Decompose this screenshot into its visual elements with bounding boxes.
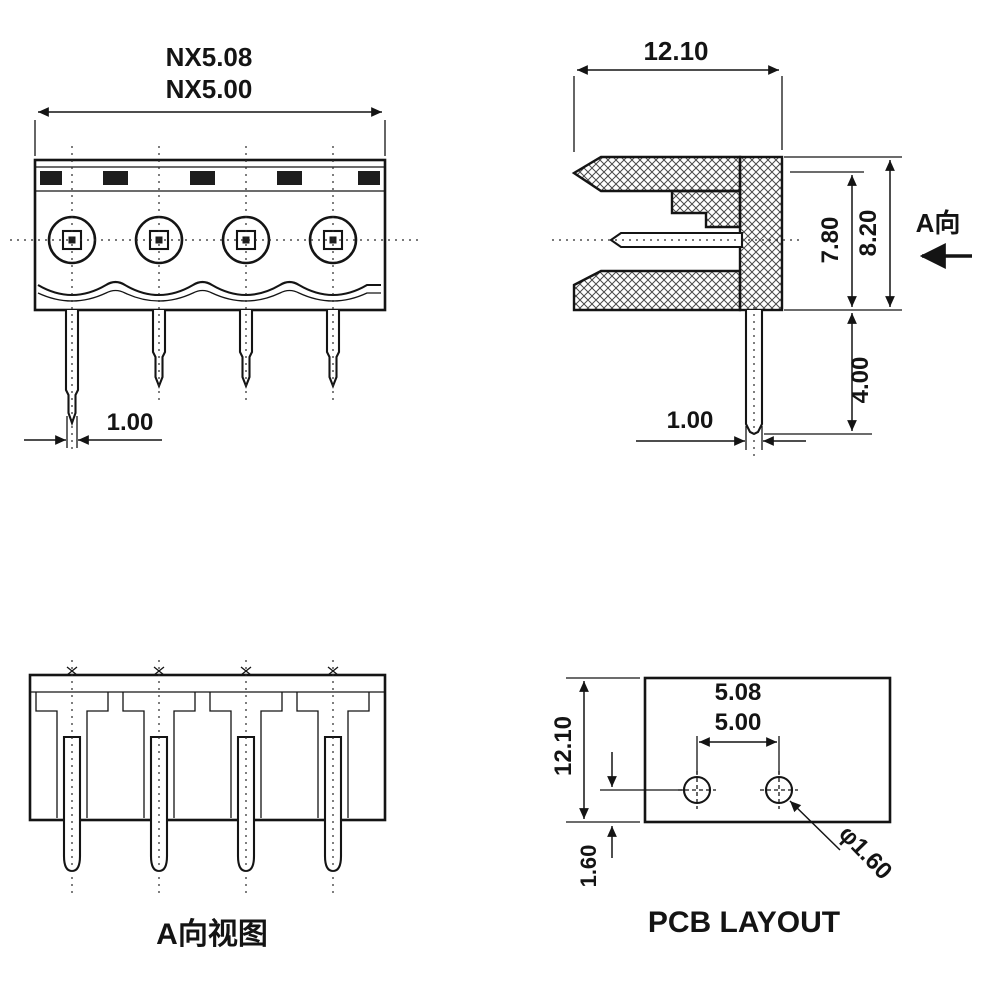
aview-caption: A向视图 (156, 918, 268, 951)
pcb-hole-2 (760, 771, 798, 809)
side-height-total-label: 8.20 (855, 210, 882, 257)
aview-position-2 (122, 660, 196, 893)
terminal-1 (47, 215, 97, 265)
front-pin-1 (64, 310, 80, 427)
strip-block (277, 171, 302, 185)
pcb-pitch-upper-label: 5.08 (715, 679, 762, 706)
aview-position-1 (35, 660, 109, 893)
strip-block (358, 171, 380, 185)
pcb-depth-label: 12.10 (550, 716, 577, 776)
aview-position-3 (209, 660, 283, 893)
aview-position-4 (296, 660, 370, 893)
pcb-hole-offset-label: 1.60 (576, 845, 601, 888)
strip-block (190, 171, 215, 185)
strip-block (103, 171, 128, 185)
side-right-wall (738, 155, 784, 312)
side-inner-block (670, 189, 742, 229)
pcb-outline (643, 676, 892, 824)
front-contour-line (37, 289, 381, 302)
a-direction-view: A向视图 (28, 660, 387, 951)
side-view: 12.10 7.80 8.20 A向 4.00 1.00 (552, 36, 972, 460)
side-pin-length-label: 4.00 (847, 357, 874, 404)
pcb-hole-diameter-label: φ1.60 (833, 820, 897, 885)
pcb-caption: PCB LAYOUT (648, 906, 840, 939)
pcb-pitch-lower-label: 5.00 (715, 709, 762, 736)
strip-block (40, 171, 62, 185)
front-pitch-lower-label: NX5.00 (166, 74, 253, 104)
front-pin-width-label: 1.00 (107, 409, 154, 436)
side-depth-label: 12.10 (643, 36, 708, 66)
front-pitch-upper-label: NX5.08 (166, 42, 253, 72)
front-view: NX5.08 NX5.00 (10, 42, 418, 452)
side-bottom-arm (572, 269, 742, 312)
leader-line (789, 800, 841, 851)
side-height-inner-label: 7.80 (817, 217, 844, 264)
a-direction-label: A向 (916, 208, 961, 238)
pcb-layout-view: 12.10 5.08 5.00 1.60 φ1.60 PCB LAYOUT (550, 676, 897, 939)
side-top-arm (571, 155, 742, 193)
side-pin-width-label: 1.00 (667, 407, 714, 434)
